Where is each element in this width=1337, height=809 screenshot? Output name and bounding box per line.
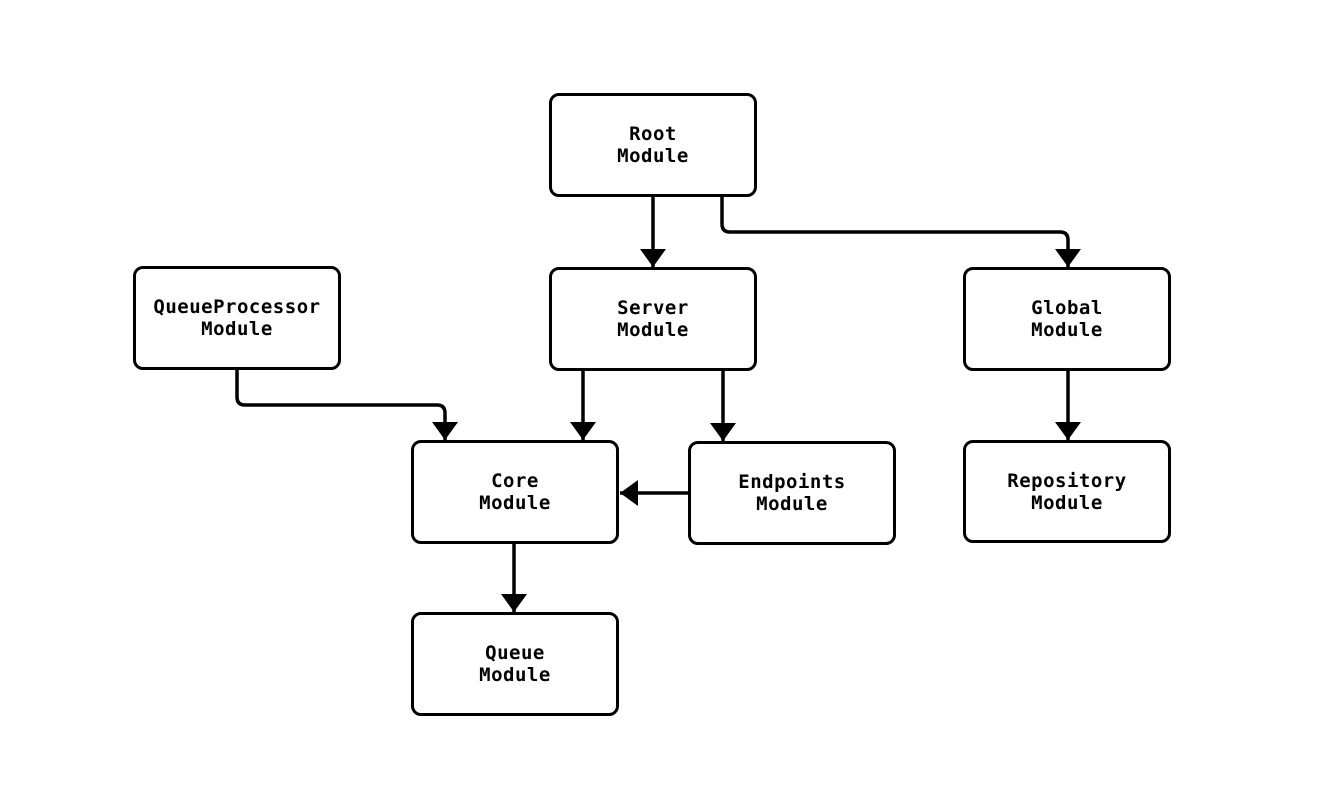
node-global-module: Global Module [963, 267, 1171, 371]
node-label: Repository Module [1007, 469, 1127, 514]
node-label: Global Module [1031, 297, 1103, 341]
edge-queueprocessor-to-core [235, 370, 458, 440]
node-repository-module: Repository Module [963, 440, 1171, 543]
node-endpoints-module: Endpoints Module [688, 441, 896, 545]
node-label: Root Module [617, 123, 689, 167]
node-core-module: Core Module [411, 440, 619, 544]
edge-root-to-global [720, 197, 1081, 267]
node-server-module: Server Module [549, 267, 757, 371]
node-label: Endpoints Module [738, 471, 846, 515]
node-label: Core Module [479, 470, 551, 514]
node-label: Queue Module [479, 642, 551, 686]
node-label: QueueProcessor Module [153, 296, 321, 340]
node-queueprocessor-module: QueueProcessor Module [133, 266, 341, 370]
node-root-module: Root Module [549, 93, 757, 197]
edges-group [235, 197, 1081, 612]
node-label: Server Module [617, 297, 689, 341]
node-queue-module: Queue Module [411, 612, 619, 716]
